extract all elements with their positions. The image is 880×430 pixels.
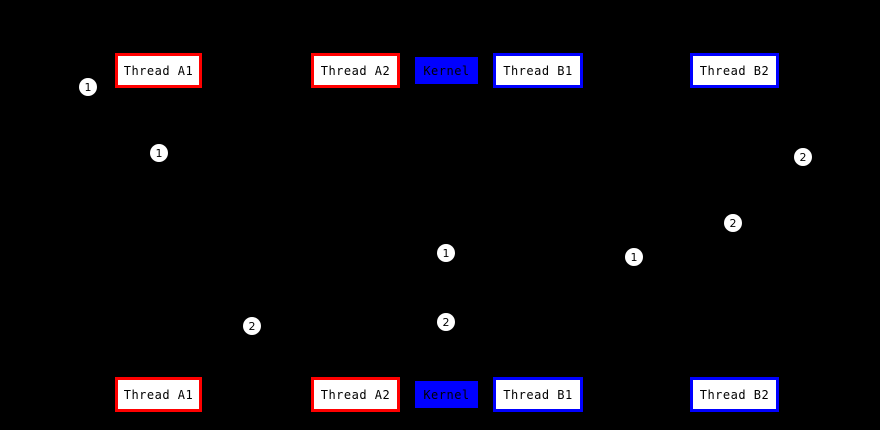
lifeline-thread-b2 — [734, 88, 735, 377]
lifeline-thread-a2 — [355, 88, 356, 377]
participant-box-thread-a1-end: Thread A1 — [115, 377, 202, 412]
participant-label: Thread B1 — [503, 63, 573, 78]
participant-label: Thread B2 — [699, 63, 770, 78]
participant-box-kernel-end: Kernel — [415, 381, 478, 408]
participant-label: Thread B1 — [503, 387, 573, 402]
step-marker-marker-2-d: 2 — [437, 313, 455, 331]
step-marker-marker-1-c: 1 — [437, 244, 455, 262]
step-marker-marker-2-b: 2 — [724, 214, 742, 232]
participant-box-kernel: Kernel — [415, 57, 478, 84]
participant-box-thread-a2-end: Thread A2 — [311, 377, 400, 412]
participant-box-thread-b2: Thread B2 — [690, 53, 779, 88]
participant-label: Kernel — [423, 387, 470, 402]
participant-label: Thread A2 — [320, 63, 391, 78]
step-marker-marker-2-a: 2 — [794, 148, 812, 166]
participant-label: Thread A1 — [123, 387, 194, 402]
lifeline-thread-a1 — [158, 88, 159, 377]
step-marker-marker-1-d: 1 — [625, 248, 643, 266]
lifeline-thread-b1 — [538, 88, 539, 377]
step-marker-marker-1-b: 1 — [150, 144, 168, 162]
participant-label: Kernel — [423, 63, 470, 78]
participant-box-thread-b1: Thread B1 — [493, 53, 583, 88]
participant-box-thread-b2-end: Thread B2 — [690, 377, 779, 412]
participant-label: Thread A1 — [123, 63, 194, 78]
participant-box-thread-b1-end: Thread B1 — [493, 377, 583, 412]
participant-label: Thread B2 — [699, 387, 770, 402]
lifeline-kernel — [446, 84, 447, 381]
participant-label: Thread A2 — [320, 387, 391, 402]
step-marker-marker-1-a: 1 — [79, 78, 97, 96]
participant-box-thread-a2: Thread A2 — [311, 53, 400, 88]
step-marker-marker-2-c: 2 — [243, 317, 261, 335]
participant-box-thread-a1: Thread A1 — [115, 53, 202, 88]
